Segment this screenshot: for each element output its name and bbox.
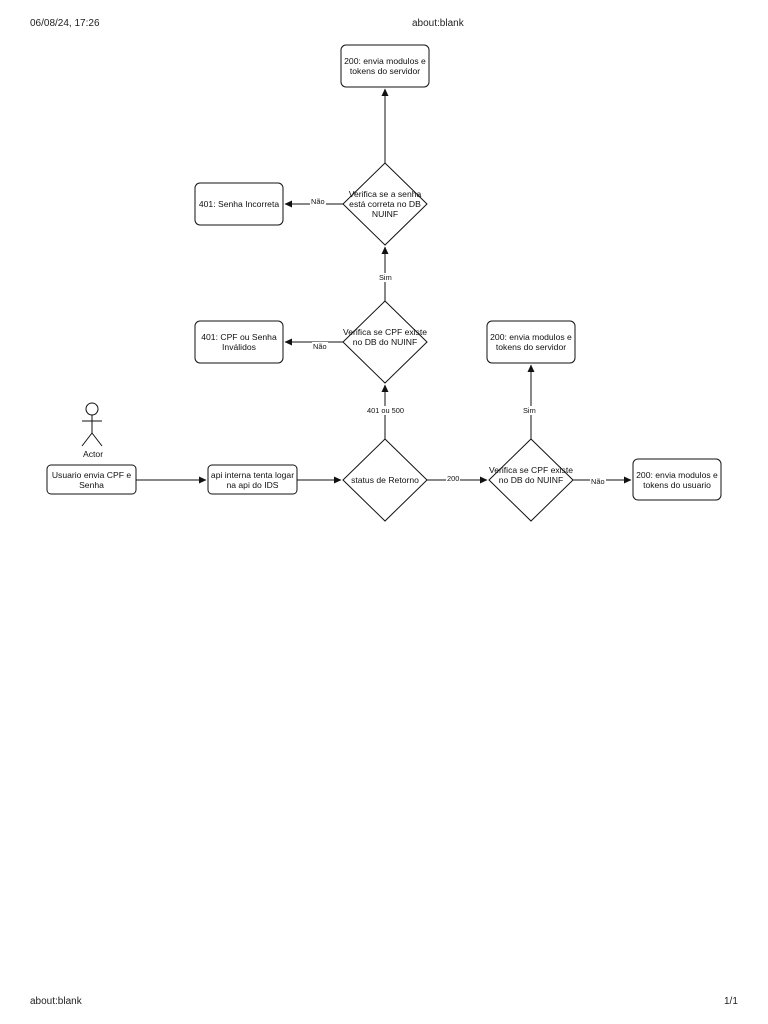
- text-status-retorno: status de Retorno: [351, 475, 419, 485]
- box-cpf-invalidos: [194, 320, 284, 364]
- text-envia-servidor-top: 200: envia modulos e tokens do servidor: [344, 56, 426, 76]
- edge-label-sim-right: Sim: [522, 406, 537, 415]
- edge-label-nao-top: Não: [310, 197, 326, 206]
- text-verifica-cpf-right: Verifica se CPF existe no DB do NUINF: [488, 465, 574, 485]
- box-envia-servidor-right: [486, 320, 576, 364]
- edge-label-sim-mid: Sim: [378, 273, 393, 282]
- text-envia-servidor-right: 200: envia modulos e tokens do servidor: [490, 332, 572, 352]
- text-envia-usuario: 200: envia modulos e tokens do usuario: [636, 469, 718, 490]
- edge-label-401-500: 401 ou 500: [366, 406, 405, 415]
- box-senha-incorreta: [194, 182, 284, 226]
- print-header-title: about:blank: [412, 18, 464, 29]
- diamond-status-retorno: [342, 438, 428, 522]
- box-envia-servidor-top: [340, 44, 430, 88]
- text-cpf-invalidos: 401: CPF ou Senha Inválidos: [201, 332, 277, 352]
- text-api-interna: api interna tenta logar na api do IDS: [210, 469, 295, 490]
- actor-label: Actor: [82, 449, 105, 459]
- text-senha-incorreta: 401: Senha Incorreta: [198, 199, 280, 209]
- print-footer-url: about:blank: [30, 996, 82, 1007]
- edge-label-200: 200: [446, 474, 461, 483]
- text-verifica-senha: Verifica se a senha está correta no DB N…: [348, 189, 422, 219]
- box-envia-usuario: [632, 458, 722, 501]
- print-footer-page: 1/1: [724, 996, 738, 1007]
- actor-icon: [81, 402, 103, 447]
- edge-label-nao-mid: Não: [312, 342, 328, 351]
- text-usuario-envia: Usuario envia CPF e Senha: [51, 469, 132, 490]
- diamond-verifica-cpf-right: [488, 438, 574, 522]
- diamond-verifica-senha: [342, 162, 428, 246]
- print-header-datetime: 06/08/24, 17:26: [30, 18, 100, 29]
- text-verifica-cpf-mid: Verifica se CPF existe no DB do NUINF: [342, 327, 428, 347]
- diamond-verifica-cpf-mid: [342, 300, 428, 384]
- edge-label-nao-right: Não: [590, 477, 606, 486]
